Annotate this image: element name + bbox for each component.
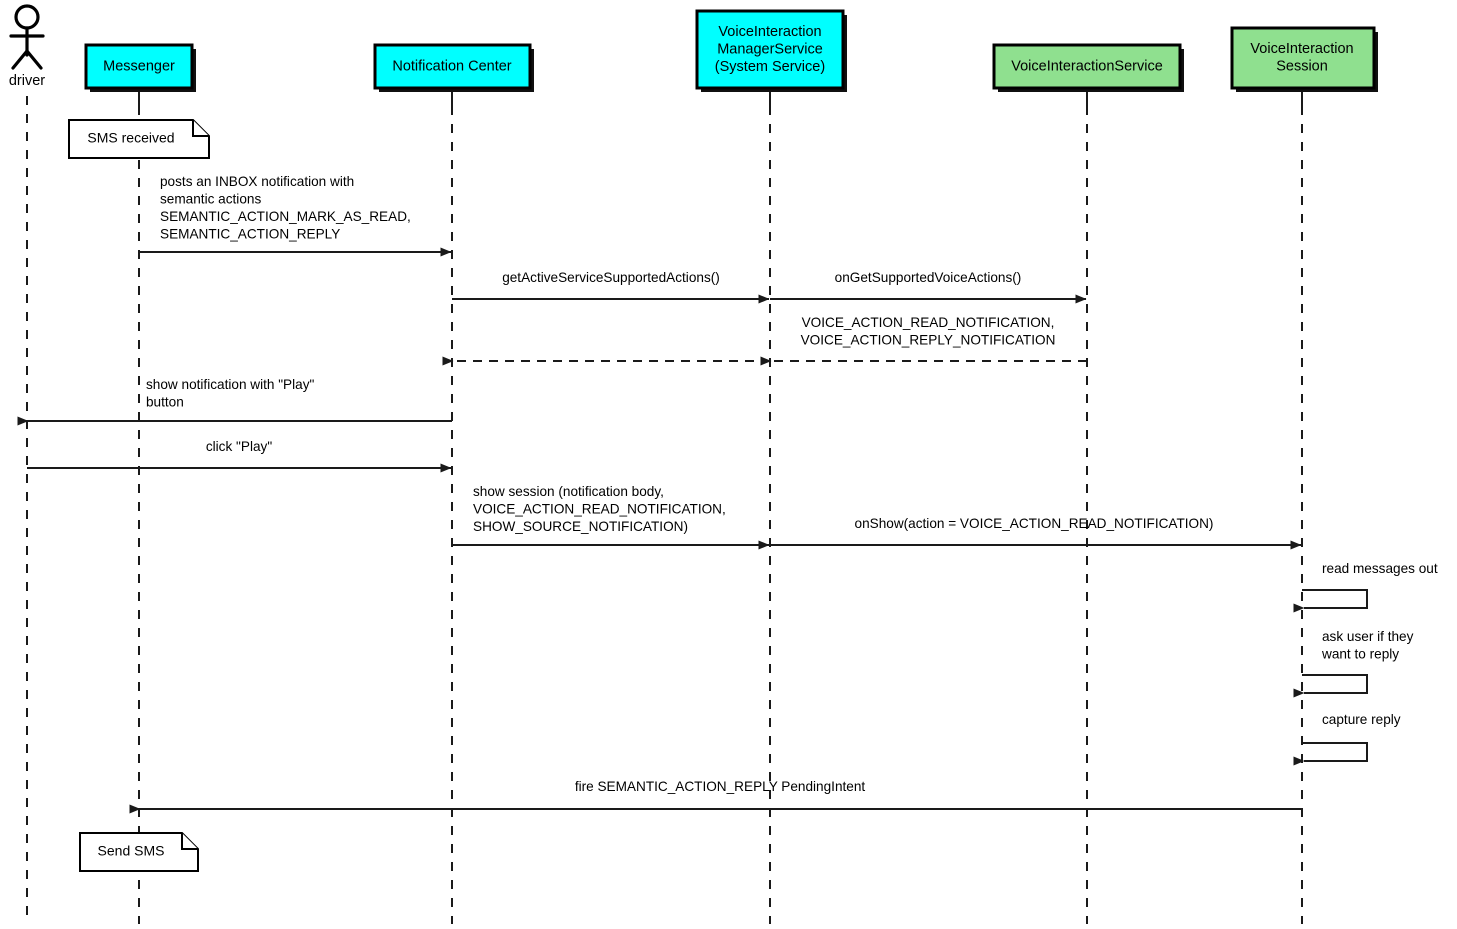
note-body (79, 832, 199, 872)
message-label: show notification with "Play" (146, 377, 314, 392)
message-label: semantic actions (160, 192, 261, 207)
participant-box-messenger[interactable] (84, 43, 194, 90)
message-msg-show-session[interactable]: show session (notification body, VOICE_AC… (452, 484, 770, 550)
message-label: SEMANTIC_ACTION_REPLY (160, 227, 340, 242)
participant-notification-center[interactable]: Notification Center (373, 43, 534, 92)
participant-label-voice-interaction-manager-service: VoiceInteraction (718, 24, 821, 40)
participant-box-notification-center[interactable] (373, 43, 532, 90)
actor-leg-right (25, 49, 43, 70)
message-msg-click-play[interactable]: click "Play" (27, 439, 452, 473)
participant-label-voice-interaction-service: VoiceInteractionService (1011, 58, 1163, 74)
message-label: posts an INBOX notification with (160, 174, 354, 189)
participant-label-notification-center: Notification Center (392, 58, 511, 74)
note-body (68, 119, 210, 159)
self-message-arrow (1293, 589, 1368, 613)
note-note-send-sms[interactable]: Send SMS (79, 832, 199, 872)
message-label: button (146, 395, 184, 410)
actor-label-driver: driver (9, 73, 45, 89)
participant-label-voice-interaction-manager-service: ManagerService (717, 41, 823, 57)
note-fold-corner (181, 833, 198, 850)
message-msg-post-inbox-notification[interactable]: posts an INBOX notification with semantic… (139, 174, 452, 257)
actor-driver[interactable]: driver (9, 4, 45, 89)
participant-messenger[interactable]: Messenger (84, 43, 196, 92)
participant-box-voice-interaction-session[interactable] (1230, 26, 1376, 90)
note-note-sms-received[interactable]: SMS received (68, 119, 210, 159)
self-message-label: read messages out (1322, 561, 1438, 576)
note-label: Send SMS (98, 843, 165, 859)
self-messages-layer: read messages out ask user if they want to… (1293, 561, 1438, 766)
message-label: SEMANTIC_ACTION_MARK_AS_READ, (160, 209, 411, 224)
self-message-selfcall-ask-user-if-they-want-to-reply[interactable]: ask user if they want to reply (1293, 629, 1414, 698)
participant-box-voice-interaction-service[interactable] (992, 43, 1182, 90)
message-label: onGetSupportedVoiceActions() (835, 270, 1022, 285)
message-label: show session (notification body, (473, 484, 664, 499)
participant-voice-interaction-service[interactable]: VoiceInteractionService (992, 43, 1184, 92)
lifelines-layer (26, 88, 1303, 924)
actor-head (14, 4, 40, 30)
message-label: fire SEMANTIC_ACTION_REPLY PendingIntent (575, 779, 866, 794)
message-label: VOICE_ACTION_READ_NOTIFICATION, (802, 315, 1055, 330)
self-message-label: capture reply (1322, 712, 1401, 727)
message-msg-get-active-service-supported-actions[interactable]: getActiveServiceSupportedActions() (452, 270, 770, 304)
message-label: VOICE_ACTION_READ_NOTIFICATION, (473, 502, 726, 517)
participant-label-voice-interaction-manager-service: (System Service) (715, 59, 825, 75)
participants-layer: Messenger Notification Center VoiceInterac… (84, 9, 1378, 92)
participant-label-voice-interaction-session: VoiceInteraction (1250, 41, 1353, 57)
actors-layer: driver (9, 4, 45, 89)
participant-label-messenger: Messenger (103, 58, 175, 74)
self-message-label: ask user if they (1322, 629, 1414, 644)
message-msg-return-voice-actions-to-vims[interactable]: VOICE_ACTION_READ_NOTIFICATION, VOICE_ACT… (760, 315, 1087, 366)
message-msg-on-show[interactable]: onShow(action = VOICE_ACTION_READ_NOTIFI… (770, 516, 1302, 550)
message-label: SHOW_SOURCE_NOTIFICATION) (473, 519, 688, 534)
self-message-label: want to reply (1321, 647, 1399, 662)
message-label: VOICE_ACTION_REPLY_NOTIFICATION (801, 333, 1056, 348)
self-message-arrow (1293, 742, 1368, 766)
message-msg-show-notification-with-play-button[interactable]: show notification with "Play" button (17, 377, 452, 426)
participant-label-voice-interaction-session: Session (1276, 59, 1328, 75)
self-message-selfcall-capture-reply[interactable]: capture reply (1293, 712, 1401, 766)
message-label: click "Play" (206, 439, 272, 454)
note-label: SMS received (87, 130, 174, 146)
message-label: getActiveServiceSupportedActions() (502, 270, 720, 285)
participant-box-voice-interaction-manager-service[interactable] (695, 9, 845, 90)
message-msg-fire-semantic-action-reply-pendingintent[interactable]: fire SEMANTIC_ACTION_REPLY PendingIntent (129, 779, 1302, 814)
message-label: onShow(action = VOICE_ACTION_READ_NOTIFI… (855, 516, 1214, 531)
self-message-selfcall-read-messages-out[interactable]: read messages out (1293, 561, 1438, 613)
self-message-arrow (1293, 674, 1368, 698)
actor-leg-left (11, 49, 29, 70)
message-msg-on-get-supported-voice-actions[interactable]: onGetSupportedVoiceActions() (770, 270, 1087, 304)
messages-layer: posts an INBOX notification with semantic… (17, 174, 1302, 814)
note-fold-corner (192, 120, 209, 137)
